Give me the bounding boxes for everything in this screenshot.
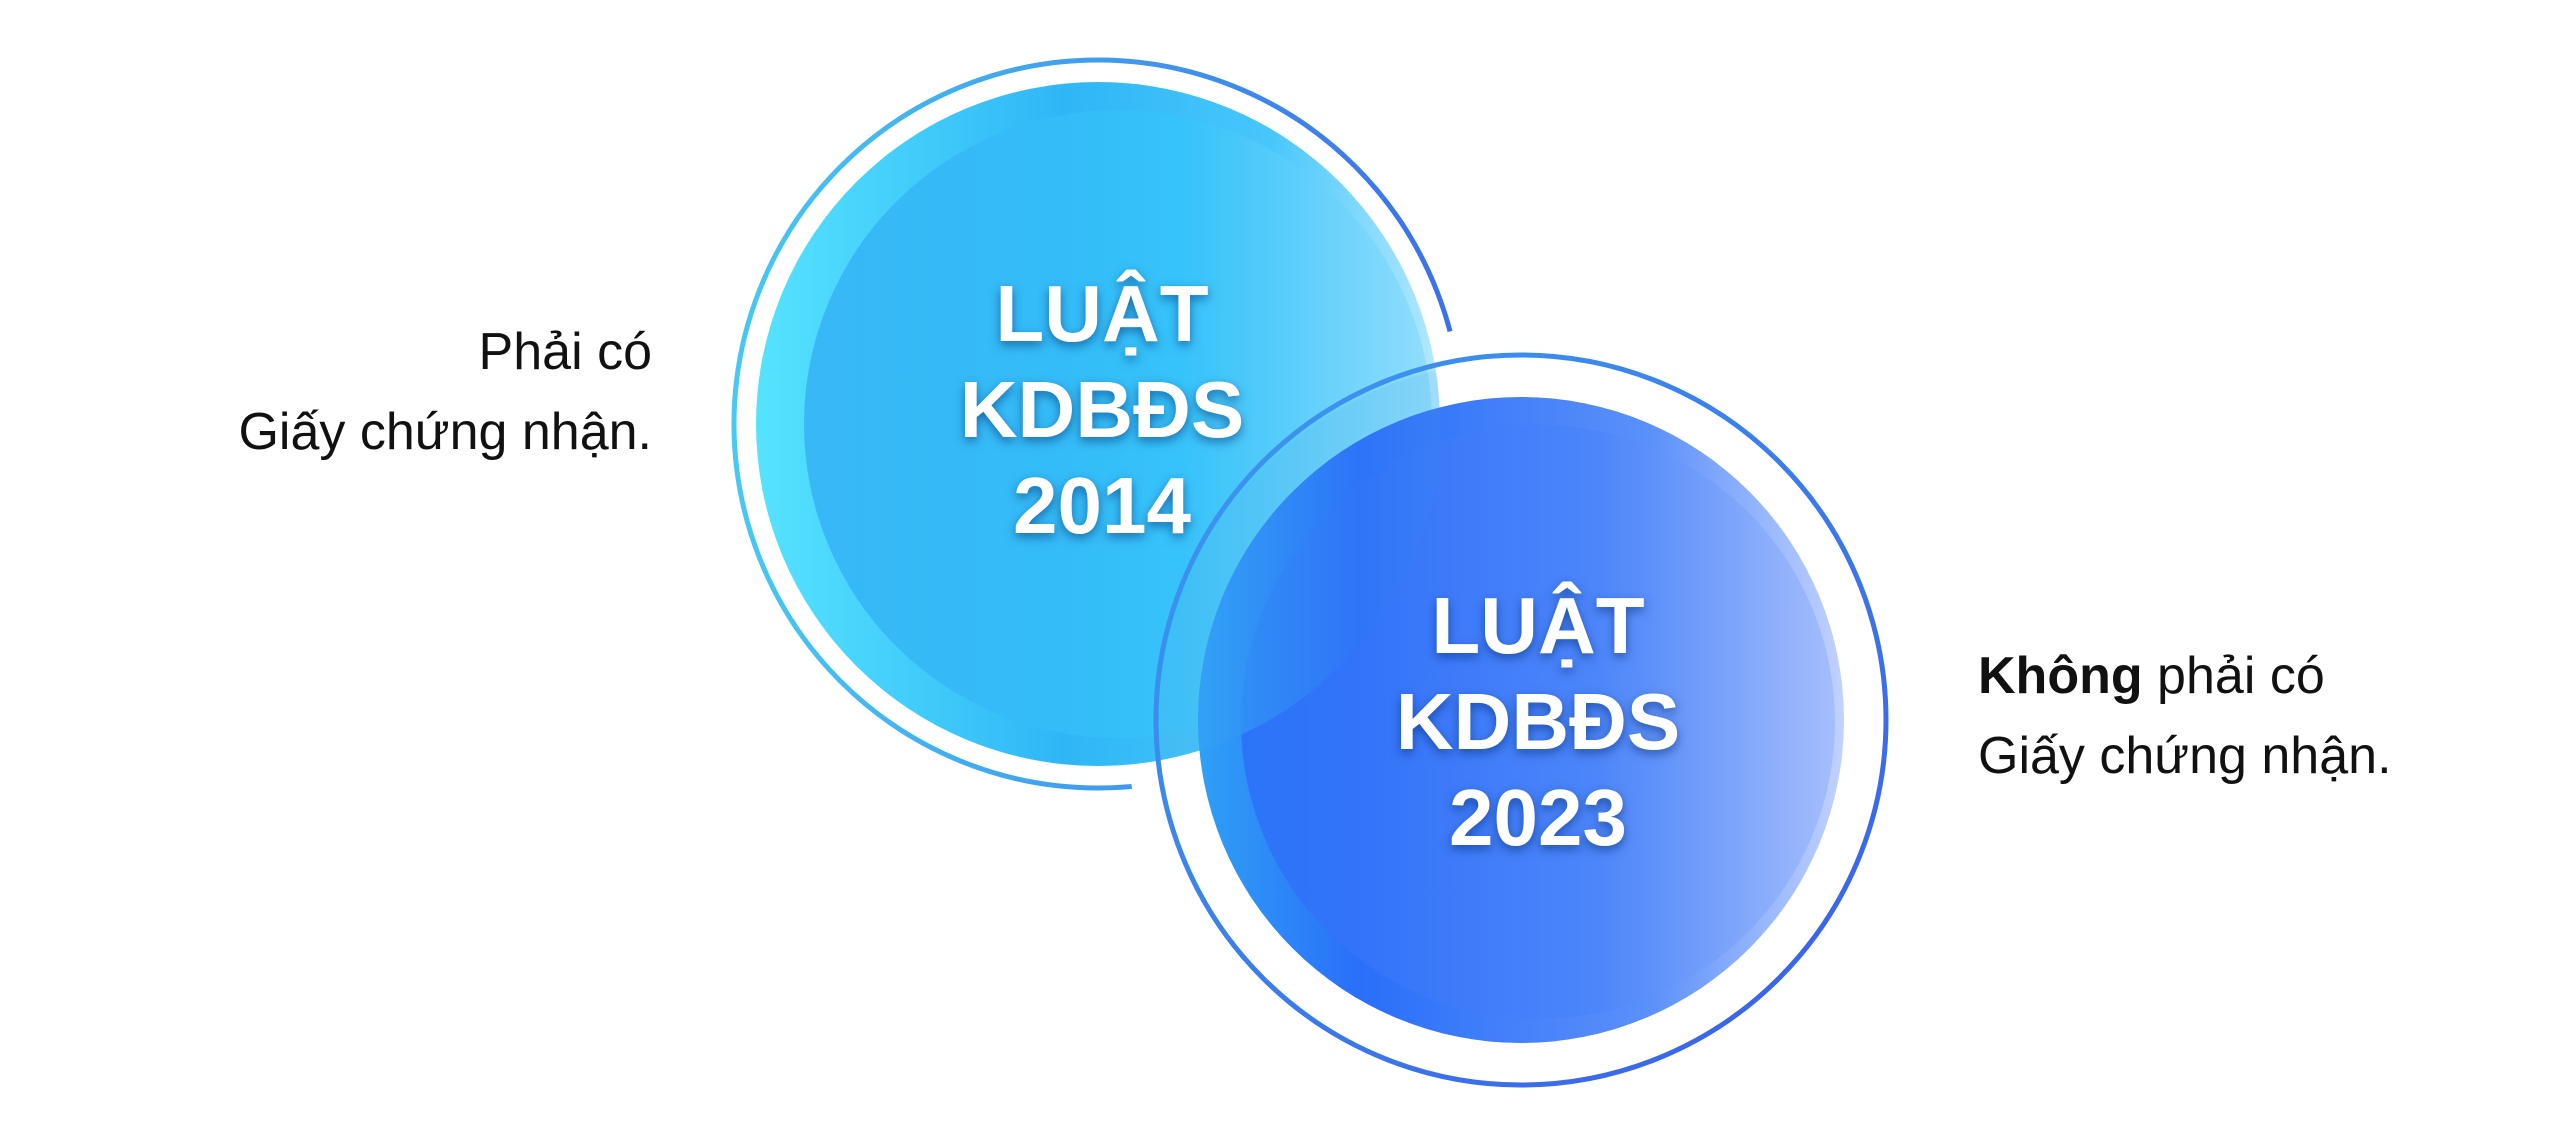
right-note-line1-rest: phải có: [2142, 647, 2325, 705]
circle-2023-line3: 2023: [1449, 773, 1627, 862]
circle-2023-line2: KDBĐS: [1395, 677, 1681, 766]
left-note: Phải có Giấy chứng nhận.: [100, 312, 652, 472]
circle-2014-line3: 2014: [1013, 461, 1191, 550]
ring-2023-outline: [1153, 352, 1889, 1088]
left-note-line1: Phải có: [478, 323, 652, 381]
right-note: Không phải có Giấy chứng nhận.: [1978, 636, 2538, 796]
right-note-line2: Giấy chứng nhận.: [1978, 727, 2392, 785]
right-note-bold: Không: [1978, 647, 2143, 705]
circle-2014-line1: LUẬT: [995, 269, 1209, 358]
circle-2014-label: LUẬT KDBĐS 2014: [842, 266, 1362, 554]
left-note-line2: Giấy chứng nhận.: [238, 403, 652, 461]
circle-2014-line2: KDBĐS: [959, 365, 1245, 454]
circle-2023-label: LUẬT KDBĐS 2023: [1278, 578, 1798, 866]
right-note-line1: Không phải có: [1978, 636, 2538, 716]
circle-2023-line1: LUẬT: [1431, 581, 1645, 670]
